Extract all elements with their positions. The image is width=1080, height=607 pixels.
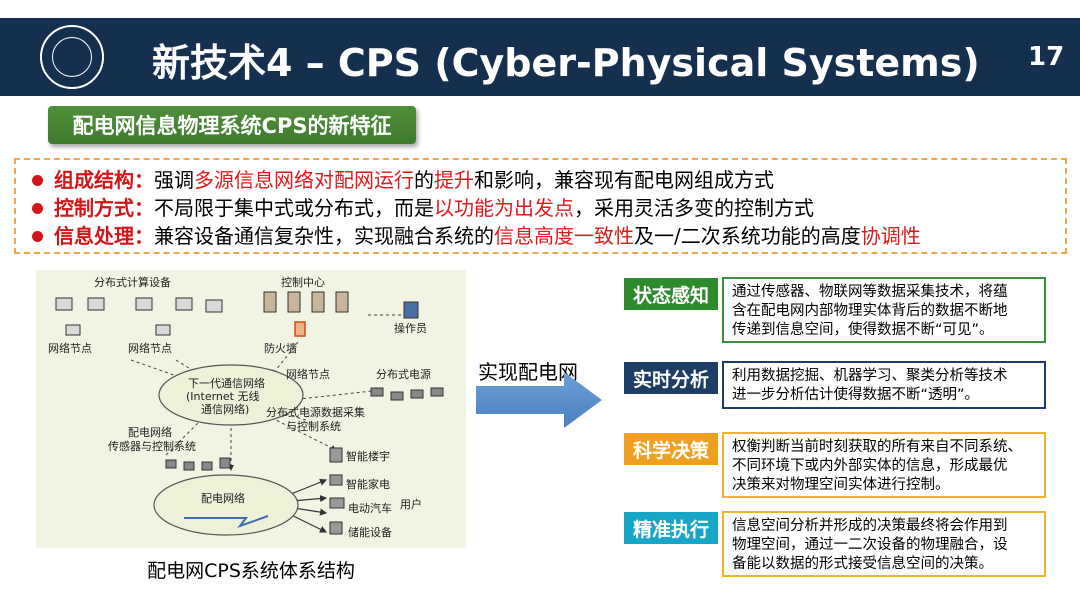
card-line: 通过传感器、物联网等数据采集技术，将蕴	[732, 284, 1008, 300]
label-sensor-ctrl-2: 传感器与控制系统	[108, 439, 196, 453]
card-line: 不同环境下或内外部实体的信息，形成最优	[732, 458, 1008, 474]
label-smart-building: 智能楼宇	[346, 449, 390, 463]
section-title: 配电网信息物理系统CPS的新特征	[48, 106, 416, 144]
feature-label: 信息处理：	[54, 224, 154, 248]
feature-text: 不局限于集中式或分布式，而是	[154, 196, 434, 220]
label-operator: 操作员	[394, 321, 427, 335]
label-dist-power: 分布式电源	[376, 367, 431, 381]
feature-highlight: 提升	[434, 168, 474, 192]
bullet-icon	[32, 231, 43, 242]
label-ev: 电动汽车	[348, 501, 392, 515]
card-line: 传递到信息空间，使得数据不断“可见”。	[732, 322, 994, 338]
card-text-state-sensing: 通过传感器、物联网等数据采集技术，将蕴 含在配电网内部物理实体背后的数据不断地 …	[722, 277, 1046, 343]
label-control-center: 控制中心	[281, 275, 325, 289]
bullet-icon	[32, 203, 43, 214]
card-tag-realtime-analysis: 实时分析	[624, 362, 718, 394]
feature-highlight: 协调性	[860, 224, 921, 248]
label-network-node-3: 网络节点	[286, 367, 330, 381]
card-line: 决策来对物理空间实体进行控制。	[732, 477, 950, 493]
feature-text: 兼容设备通信复杂性，实现融合系统的	[154, 224, 494, 248]
feature-text: 及一/二次系统功能的高度	[634, 224, 861, 248]
comm-network-ellipse	[158, 364, 304, 426]
feature-text: 和影响，兼容现有配电网组成方式	[474, 168, 774, 192]
label-network-node: 网络节点	[48, 341, 92, 355]
feature-highlight: 以功能为出发点	[434, 196, 574, 220]
label-smart-appliance: 智能家电	[346, 477, 390, 491]
feature-list: 组成结构：强调多源信息网络对配网运行的提升和影响，兼容现有配电网组成方式 控制方…	[14, 158, 1067, 254]
card-line: 备能以数据的形式接受信息空间的决策。	[732, 556, 993, 572]
card-line: 利用数据挖掘、机器学习、聚类分析等技术	[732, 368, 1008, 384]
label-network-node-2: 网络节点	[128, 341, 172, 355]
label-dist-network: 配电网络	[201, 491, 245, 505]
card-text-realtime-analysis: 利用数据挖掘、机器学习、聚类分析等技术 进一步分析估计使得数据不断“透明”。	[722, 361, 1046, 409]
card-tag-state-sensing: 状态感知	[624, 278, 718, 310]
label-dist-power-ctrl-2: 与控制系统	[286, 419, 341, 433]
feature-text: ，采用灵活多变的控制方式	[574, 196, 814, 220]
right-arrow-icon	[476, 372, 602, 428]
arrow-label: 实现配电网	[478, 360, 578, 384]
card-line: 含在配电网内部物理实体背后的数据不断地	[732, 303, 1008, 319]
feature-highlight: 多源信息网络对配网运行	[194, 168, 414, 192]
card-tag-scientific-decision: 科学决策	[624, 433, 718, 465]
feature-text: 强调	[154, 168, 194, 192]
card-text-scientific-decision: 权衡判断当前时刻获取的所有来自不同系统、 不同环境下或内外部实体的信息，形成最优…	[722, 432, 1046, 498]
feature-item: 控制方式：不局限于集中式或分布式，而是以功能为出发点，采用灵活多变的控制方式	[32, 194, 1065, 222]
card-line: 进一步分析估计使得数据不断“透明”。	[732, 387, 980, 403]
university-seal-icon	[40, 25, 104, 89]
slide-title: 新技术4 – CPS (Cyber-Physical Systems)	[152, 41, 980, 85]
label-firewall: 防火墙	[264, 341, 297, 355]
feature-label: 控制方式：	[54, 196, 154, 220]
bullet-icon	[32, 175, 43, 186]
card-line: 信息空间分析并形成的决策最终将会作用到	[732, 518, 1008, 534]
label-sensor-ctrl-1: 配电网络	[128, 425, 172, 439]
card-line: 物理空间，通过一二次设备的物理融合，设	[732, 537, 1008, 553]
page-number: 17	[1028, 42, 1065, 72]
label-storage: 储能设备	[348, 525, 392, 539]
feature-text: 的	[414, 168, 434, 192]
cps-architecture-diagram: 分布式计算设备 控制中心 操作员 网络节点 网络节点 防火墙 网络节点 分布式电…	[36, 270, 466, 548]
feature-highlight: 信息高度一致性	[494, 224, 634, 248]
label-comm-network-1: 下一代通信网络	[188, 376, 265, 390]
dist-network-ellipse	[153, 474, 299, 536]
feature-label: 组成结构：	[54, 168, 154, 192]
feature-item: 信息处理：兼容设备通信复杂性，实现融合系统的信息高度一致性及一/二次系统功能的高…	[32, 222, 1065, 250]
label-dist-computing: 分布式计算设备	[94, 275, 171, 289]
label-comm-network-2: (Internet 无线	[186, 389, 259, 403]
title-bar: 新技术4 – CPS (Cyber-Physical Systems) 17	[0, 18, 1080, 96]
diagram-caption: 配电网CPS系统体系结构	[147, 560, 355, 582]
card-line: 权衡判断当前时刻获取的所有来自不同系统、	[732, 439, 1022, 455]
label-user: 用户	[400, 497, 422, 511]
card-text-precise-execution: 信息空间分析并形成的决策最终将会作用到 物理空间，通过一二次设备的物理融合，设 …	[722, 511, 1046, 577]
label-dist-power-ctrl-1: 分布式电源数据采集	[266, 405, 365, 419]
card-tag-precise-execution: 精准执行	[624, 512, 718, 544]
feature-item: 组成结构：强调多源信息网络对配网运行的提升和影响，兼容现有配电网组成方式	[32, 166, 1065, 194]
label-comm-network-3: 通信网络)	[201, 402, 249, 416]
